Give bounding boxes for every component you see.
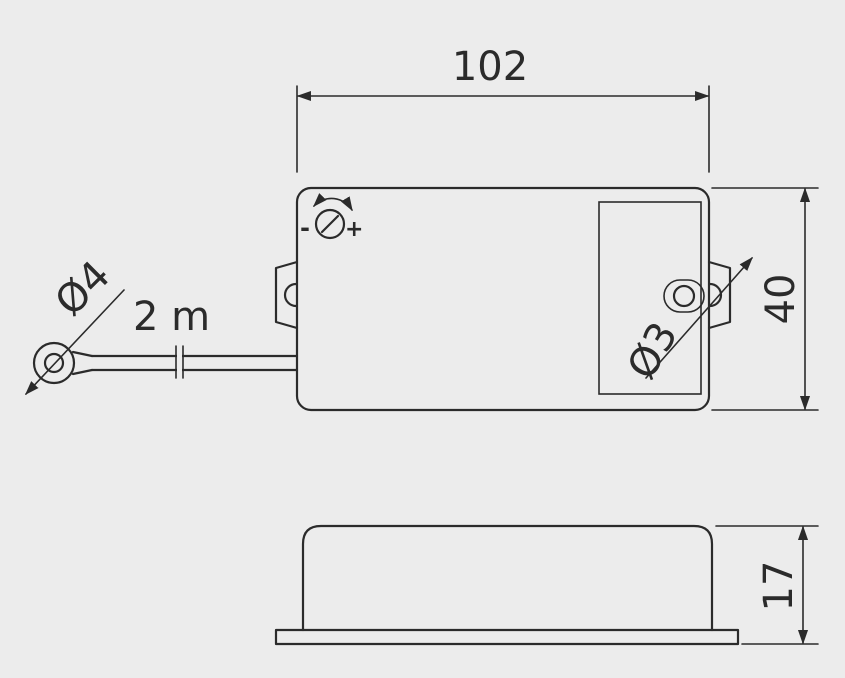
housing-outline <box>295 186 711 412</box>
thickness-label: 17 <box>756 561 802 612</box>
cable <box>90 345 299 379</box>
side-view: 17 <box>274 524 819 646</box>
ring-diameter-leader <box>25 289 125 396</box>
height-dimension: 40 <box>711 187 819 411</box>
side-base-flange <box>274 628 740 646</box>
trimmer-plus-label: + <box>345 217 363 242</box>
ring-terminal <box>32 341 94 385</box>
trimmer-potentiometer: - + <box>300 193 363 242</box>
side-housing-outline <box>301 524 714 632</box>
hole-diameter-label: Ø3 <box>619 315 687 387</box>
width-dimension: 102 <box>296 44 710 173</box>
height-label: 40 <box>758 274 804 325</box>
ring-diameter-label: Ø4 <box>47 252 120 325</box>
left-mounting-tab <box>274 260 299 330</box>
top-view: - + Ø4 2 m Ø3 10 <box>25 44 819 412</box>
hole-diameter-leader <box>645 256 753 379</box>
thickness-dimension: 17 <box>715 525 819 645</box>
right-mounting-tab <box>707 260 732 330</box>
width-label: 102 <box>452 44 528 90</box>
mounting-hole <box>663 279 705 313</box>
trimmer-minus-label: - <box>300 214 310 242</box>
inner-panel <box>598 201 702 395</box>
cable-length-label: 2 m <box>133 294 210 340</box>
